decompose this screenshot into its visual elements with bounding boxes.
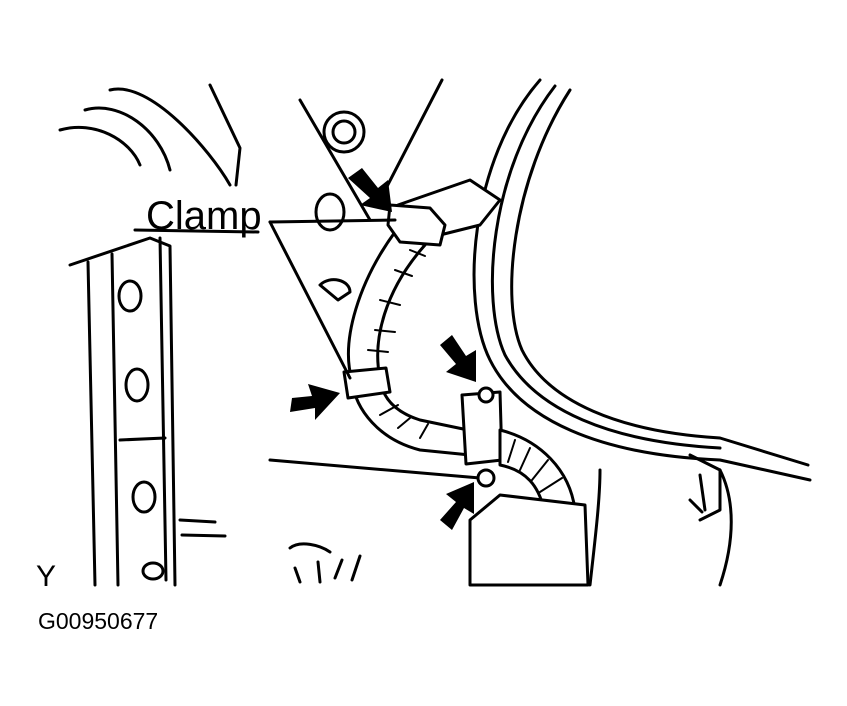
arrow-icon [348,168,392,212]
view-letter: Y [36,560,57,593]
wheel-arch [472,78,812,587]
arrow-icon [440,482,474,530]
frame-panel [68,236,227,587]
clamp-leader-lines [268,218,397,380]
body-contours [58,78,482,584]
figure-code: G00950677 [38,608,159,634]
arrow-icon [440,335,476,382]
fuel-hose [342,178,590,587]
clamp-label: Clamp [146,194,262,238]
arrow-icon [290,384,340,420]
